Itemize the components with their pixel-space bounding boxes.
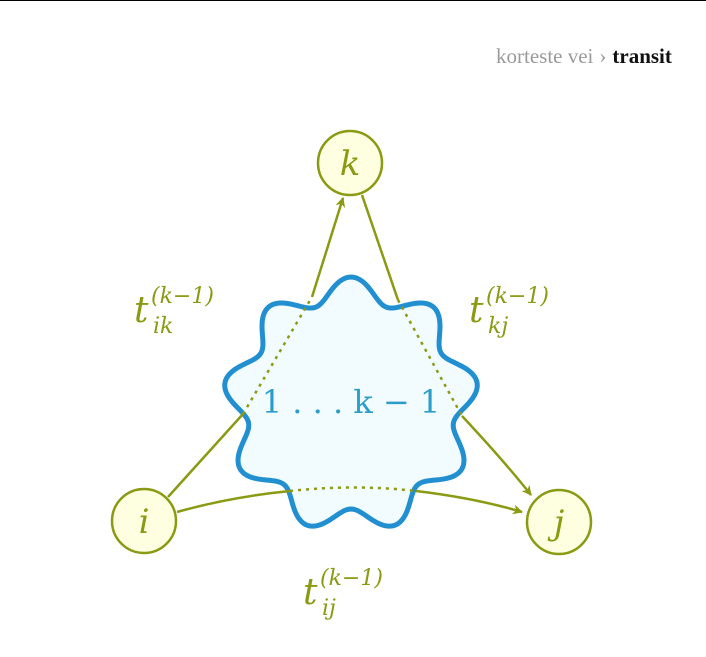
edge-i-k: [167, 197, 346, 498]
breadcrumb-separator: ›: [599, 44, 607, 68]
node-k-label: k: [340, 144, 361, 184]
edge-label-ij-sub: ij: [322, 596, 336, 621]
breadcrumb-current: transit: [612, 44, 672, 68]
node-k: k: [316, 129, 384, 197]
edge-label-kj-base: t: [469, 290, 484, 331]
top-rule: [0, 0, 706, 1]
edge-k-j: [360, 194, 532, 496]
edge-label-kj-sup: (k−1): [486, 284, 549, 309]
edge-i-j: [176, 486, 523, 515]
edge-label-ij: t (k−1) ij: [303, 566, 383, 621]
node-j: j: [525, 488, 593, 556]
edge-label-ij-sup: (k−1): [320, 566, 383, 591]
breadcrumb-parent-link[interactable]: korteste vei: [496, 44, 594, 68]
intermediate-nodes-region: [222, 274, 480, 529]
edge-label-kj-sub: kj: [488, 314, 508, 339]
breadcrumb: korteste vei›transit: [496, 44, 706, 69]
edge-label-ik: t (k−1) ik: [134, 284, 214, 339]
edge-label-ik-base: t: [134, 290, 149, 331]
edge-label-kj: t (k−1) kj: [469, 284, 549, 339]
node-i-label: i: [139, 502, 150, 542]
node-i: i: [110, 487, 178, 555]
edge-label-ik-sub: ik: [153, 314, 173, 339]
edge-label-ij-base: t: [303, 572, 318, 613]
region-label: 1 . . . k − 1: [262, 383, 440, 421]
edge-label-ik-sup: (k−1): [151, 284, 214, 309]
